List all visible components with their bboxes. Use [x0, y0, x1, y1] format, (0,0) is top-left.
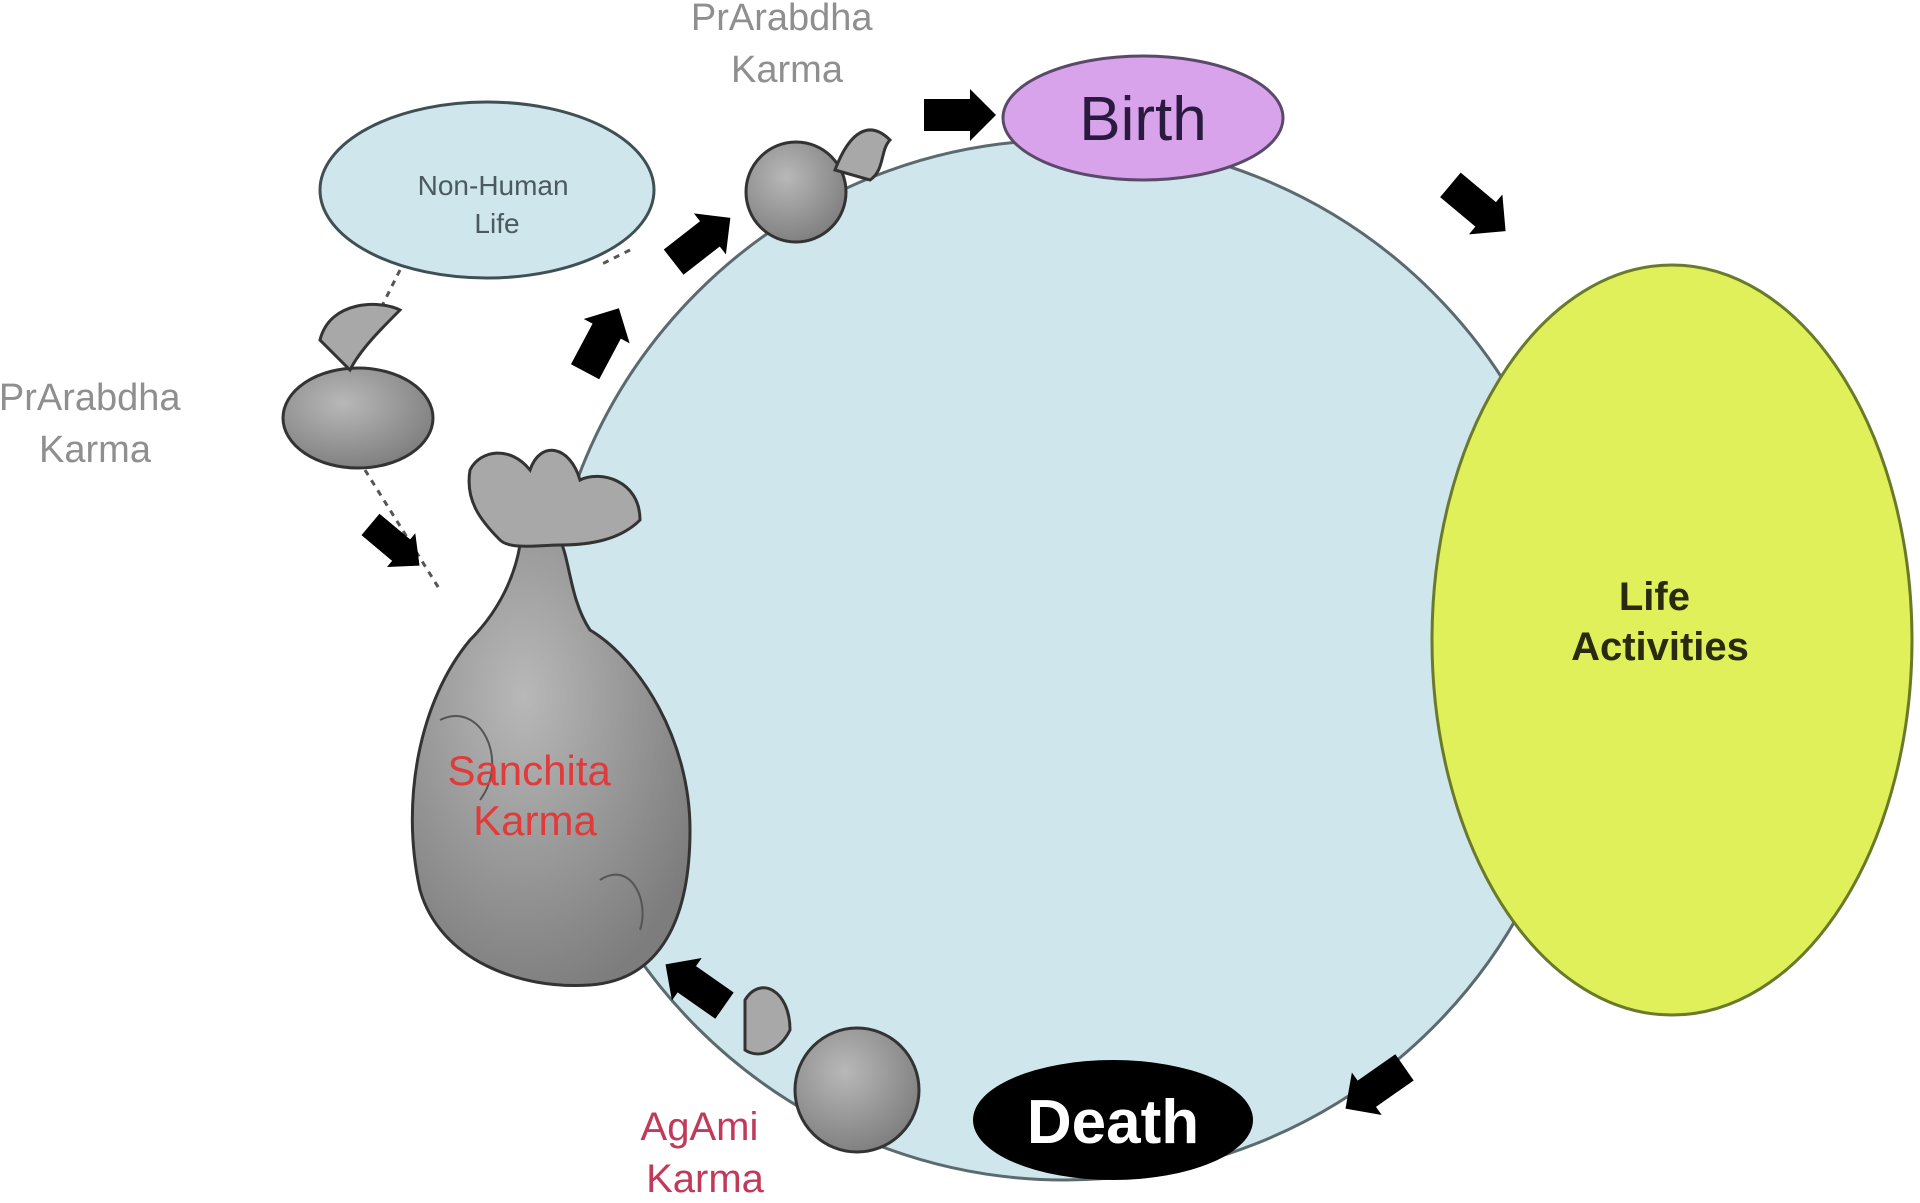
arrow-to-birth — [924, 89, 996, 141]
prarabdha-karma-left-label: PrArabdha Karma — [0, 377, 191, 471]
prarabdha-karma-top-label: PrArabdha Karma — [691, 0, 883, 91]
agami-karma-label: AgAmi Karma — [641, 1105, 770, 1201]
arrow-birth-to-life — [1434, 165, 1523, 251]
cycle-circle — [545, 140, 1585, 1180]
death-label: Death — [1027, 1088, 1199, 1157]
arrow-to-sanchita — [356, 508, 433, 583]
arrow-sanchita-to-prarabdha — [562, 296, 642, 384]
birth-label: Birth — [1079, 85, 1206, 154]
prarabdha-bag-left — [283, 304, 433, 468]
